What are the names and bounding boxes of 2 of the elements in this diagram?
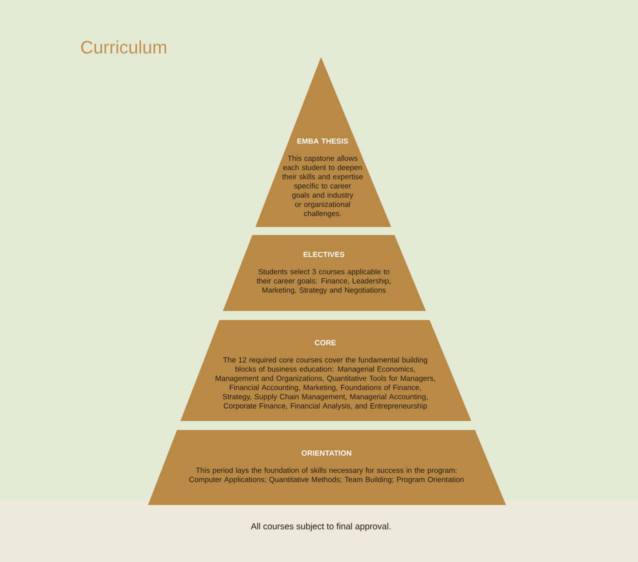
page-title: Curriculum: [81, 40, 166, 54]
caption: All courses subject to final approval.: [250, 522, 390, 532]
